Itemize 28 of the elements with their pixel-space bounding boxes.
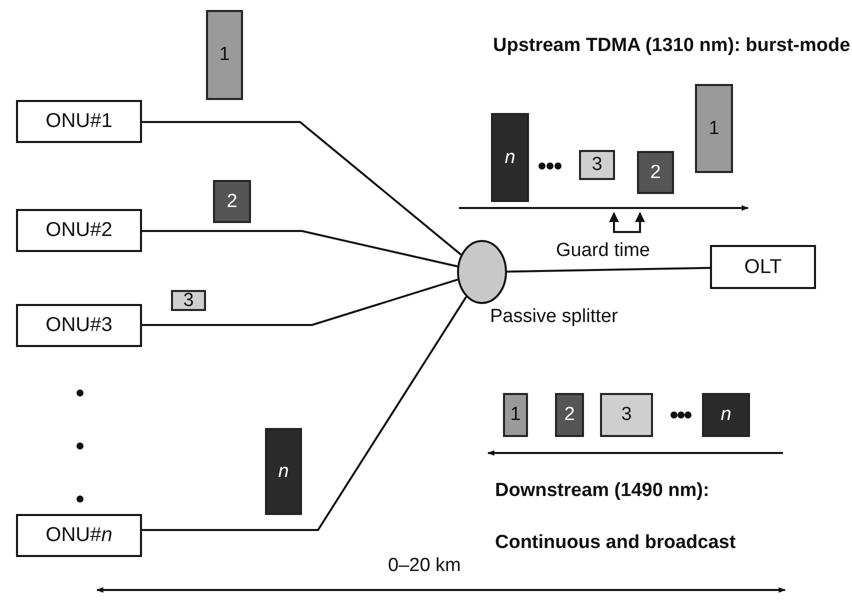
data-packet: 1 [206,10,243,100]
device-box: ONU#n [16,514,142,557]
fiber-line [142,121,462,256]
data-packet: 2 [637,151,674,194]
data-packet: n [702,393,750,437]
fiber-line [506,266,710,273]
node-caption: Passive splitter [490,306,618,328]
data-packet: 2 [213,180,251,223]
data-packet: 3 [600,393,653,437]
dimension-label: 0–20 km [388,555,461,577]
heading-text: Downstream (1490 nm): [495,480,710,502]
data-packet: 3 [579,150,615,180]
device-box: OLT [710,245,816,289]
device-box: ONU#2 [16,209,142,252]
data-packet: 3 [171,290,206,311]
annotation-text: Guard time [556,240,650,262]
heading-text: Upstream TDMA (1310 nm): burst-mode [493,34,852,58]
data-packet: n [265,428,302,515]
device-box: ONU#3 [16,304,142,347]
annotation-text: Continuous and broadcast [495,532,736,554]
data-packet: 1 [695,84,733,173]
data-packet: n [491,113,529,202]
fiber-line [142,296,468,531]
data-packet: 2 [555,393,584,437]
fiber-line [142,278,458,326]
fiber-line [142,230,458,268]
data-packet: 1 [503,393,528,437]
device-box: ONU#1 [16,100,142,143]
